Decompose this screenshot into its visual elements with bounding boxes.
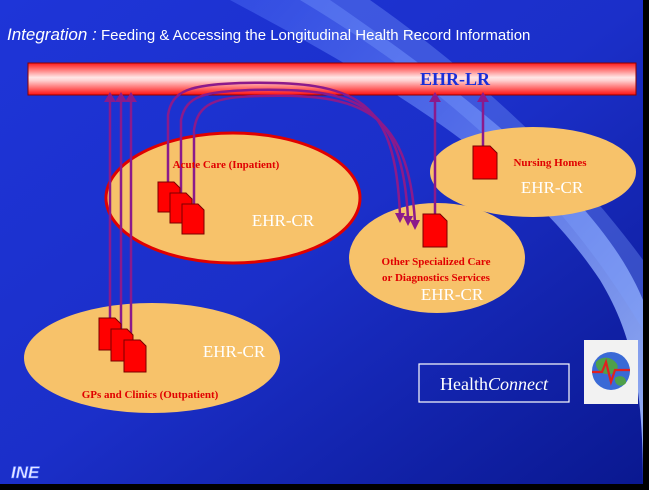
healthconnect-box <box>418 363 570 403</box>
globe-icon <box>584 340 638 404</box>
specialized-record: EHR-CR <box>421 285 484 304</box>
arrowhead-5 <box>477 92 489 102</box>
specialized-care-node <box>349 203 525 313</box>
acute-care-record: EHR-CR <box>252 211 315 230</box>
connector-acute-3 <box>192 94 417 223</box>
connector-acute-2 <box>179 88 410 219</box>
gps-label: GPs and Clinics (Outpatient) <box>82 389 219 401</box>
arrowhead-2 <box>115 92 127 102</box>
ine-logo: INE <box>11 463 41 483</box>
brand-prefix: Health <box>440 374 488 394</box>
acute-docs <box>157 181 205 235</box>
connectors <box>108 81 485 352</box>
specialized-label-line1: Other Specialized Care <box>382 256 491 268</box>
connector-acute-1 <box>166 81 402 216</box>
ine-logo-text: INE <box>11 463 40 482</box>
arrowheads <box>104 92 489 230</box>
nursing-homes-node <box>430 127 636 217</box>
gps-clinics-node <box>24 303 280 413</box>
arrowhead-8 <box>410 220 420 230</box>
document-icon <box>181 203 205 235</box>
arrowhead-4 <box>429 92 441 102</box>
page-title: Integration : Feeding & Accessing the Lo… <box>7 25 530 44</box>
ehr-lr-label: EHR-LR <box>420 69 491 89</box>
acute-care-node <box>104 131 362 265</box>
title-prefix: Integration : <box>7 25 97 44</box>
nursing-homes-record: EHR-CR <box>521 178 584 197</box>
document-icon <box>422 213 448 248</box>
gps-docs <box>98 317 147 373</box>
healthconnect-brand: HealthConnect <box>440 374 549 394</box>
arrowhead-7 <box>403 216 413 226</box>
globe-icon-land-2 <box>614 376 627 386</box>
nursing-homes-label: Nursing Homes <box>513 157 587 169</box>
arrowhead-6 <box>395 213 405 223</box>
gps-record: EHR-CR <box>203 342 266 361</box>
globe-icon-pulse <box>592 358 630 386</box>
specialized-label-line2: or Diagnostics Services <box>382 272 491 284</box>
acute-care-label: Acute Care (Inpatient) <box>173 159 280 171</box>
arrowhead-1 <box>104 92 116 102</box>
title-rest: Feeding & Accessing the Longitudinal Hea… <box>97 27 531 44</box>
brand-suffix: Connect <box>488 374 549 394</box>
document-icon <box>472 145 498 180</box>
arrowhead-3 <box>125 92 137 102</box>
document-icon <box>123 339 147 373</box>
